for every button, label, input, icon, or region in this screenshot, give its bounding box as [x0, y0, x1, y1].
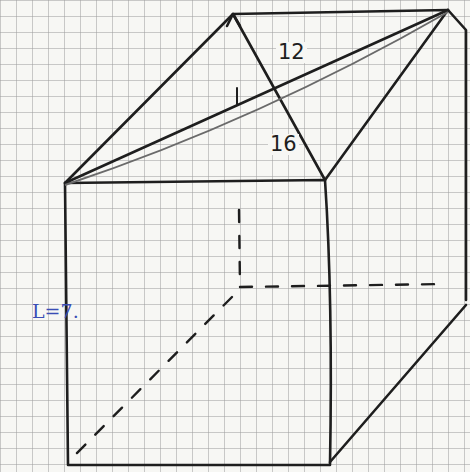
second-diagonal [65, 12, 448, 185]
front-face [65, 180, 331, 465]
face-diagonal [233, 14, 325, 180]
length-label: 16 [268, 134, 299, 155]
right-edge [448, 10, 466, 300]
tick-mark [236, 88, 238, 104]
hidden-edge [240, 284, 445, 287]
hidden-edge [72, 297, 232, 458]
hidden-edge [239, 210, 240, 286]
length-label: 12 [276, 42, 307, 63]
side-length-note: L=7. [30, 302, 81, 321]
arrow-head [227, 14, 240, 26]
space-diagonal [65, 10, 448, 183]
top-face [65, 10, 448, 183]
bottom-right-edge [330, 305, 466, 462]
